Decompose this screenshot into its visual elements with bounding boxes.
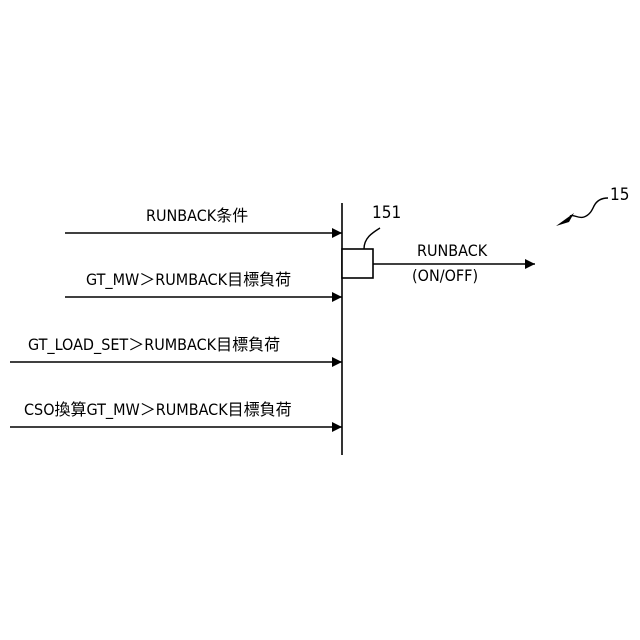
input-label-runback-condition: RUNBACK条件 xyxy=(146,207,248,225)
input-label-cso-gt-mw: CSO換算GT_MW＞RUMBACK目標負荷 xyxy=(24,401,292,419)
input-label-gt-mw: GT_MW＞RUMBACK目標負荷 xyxy=(86,271,291,289)
block-reference-number: 151 xyxy=(372,204,401,222)
figure-reference-number: 15 xyxy=(610,186,629,204)
figure-ref-leader xyxy=(570,198,608,217)
logic-block-151 xyxy=(342,249,373,278)
output-label: RUNBACK xyxy=(417,242,487,260)
output-sublabel: (ON/OFF) xyxy=(412,267,478,285)
input-label-gt-load-set: GT_LOAD_SET＞RUMBACK目標負荷 xyxy=(28,336,280,354)
block-151-leader-line xyxy=(364,228,380,249)
